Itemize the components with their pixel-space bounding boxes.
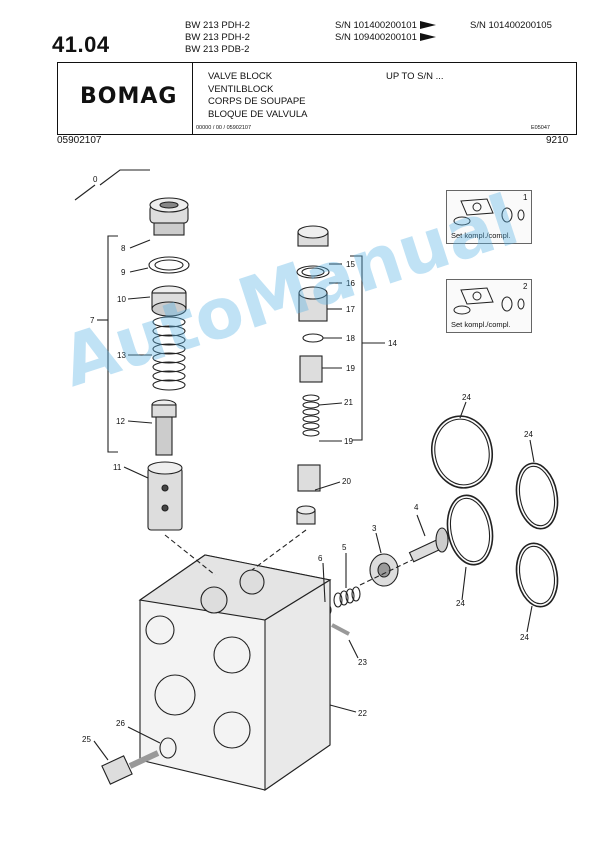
title-fr: CORPS DE SOUPAPE: [208, 96, 306, 107]
reference-number: 00000 / 00 / 05902107: [196, 125, 252, 131]
callout-24a: 24: [462, 393, 471, 402]
set-kit-2: Set kompl./compl. 2: [446, 279, 532, 333]
callout-8: 8: [121, 244, 126, 253]
part-21-spring: [302, 394, 320, 437]
callout-15: 15: [346, 260, 355, 269]
callout-13: 13: [117, 351, 126, 360]
callout-11: 11: [113, 463, 122, 472]
serial-row-1-to: S/N 101400200105: [470, 20, 552, 31]
callout-22: 22: [358, 709, 367, 718]
callout-5: 5: [342, 543, 347, 552]
part-13-spring: [152, 316, 186, 391]
set-kit-2-number: 2: [523, 282, 528, 291]
title-block: BOMAG VALVE BLOCK VENTILBLOCK CORPS DE S…: [57, 62, 577, 135]
leader-0: [99, 169, 150, 186]
document-number: 05902107: [57, 135, 102, 146]
serial-row-1-from: S/N 101400200101: [335, 20, 436, 32]
part-5-spring: [333, 586, 361, 608]
part-23-pin: [331, 623, 350, 636]
callout-18: 18: [346, 334, 355, 343]
callout-7: 7: [90, 316, 95, 325]
callout-labels: 0 8 9 10 7 13 12 11 15 16 17 18 19 14 21…: [82, 175, 533, 744]
set-kit-1-drawing: [453, 198, 525, 226]
arrow-right-icon: [419, 21, 436, 30]
callout-24b: 24: [524, 430, 533, 439]
part-26-washer: [159, 737, 177, 759]
set-kit-2-drawing: [453, 287, 525, 315]
drawing-reference: E05047: [531, 125, 550, 131]
bomag-logo: BOMAG: [80, 84, 178, 109]
title-de: VENTILBLOCK: [208, 83, 274, 95]
callout-20: 20: [342, 477, 351, 486]
callout-19b: 19: [344, 437, 353, 446]
part-22-valve-block: [138, 554, 332, 792]
part-19-cap: [299, 355, 323, 383]
set-kit-1: Set kompl./compl. 1: [446, 190, 532, 244]
part-18-ring: [302, 333, 324, 343]
callout-9: 9: [121, 268, 126, 277]
part-9-oring: [148, 256, 190, 274]
callout-26: 26: [116, 719, 125, 728]
part-16-oring: [296, 265, 330, 279]
page-number: 41.04: [52, 32, 110, 57]
model-2: BW 213 PDH-2: [185, 32, 250, 43]
part-11-sleeve: [147, 467, 183, 531]
up-to-serial: UP TO S/N ...: [386, 71, 444, 82]
title-divider: [192, 63, 194, 134]
callout-12: 12: [116, 417, 125, 426]
callout-24d: 24: [520, 633, 529, 642]
callout-16: 16: [346, 279, 355, 288]
callout-10: 10: [117, 295, 126, 304]
callout-19: 19: [346, 364, 355, 373]
callout-14: 14: [388, 339, 397, 348]
revision-number: 9210: [546, 135, 569, 146]
model-3: BW 213 PDB-2: [185, 44, 250, 55]
callout-21: 21: [344, 398, 353, 407]
callout-23: 23: [358, 658, 367, 667]
part-25-bolt: [101, 750, 160, 785]
model-1: BW 213 PDH-2: [185, 20, 250, 31]
part-19b-cap: [297, 464, 321, 492]
set-kit-1-number: 1: [523, 193, 528, 202]
model-list: BW 213 PDH-2 BW 213 PDH-2 BW 213 PDB-2: [185, 20, 250, 56]
callout-3: 3: [372, 524, 377, 533]
serial-row-2-from: S/N 109400200101: [335, 32, 436, 44]
set-kit-1-label: Set kompl./compl.: [451, 231, 511, 240]
arrow-right-icon: [419, 33, 436, 42]
callout-24c: 24: [456, 599, 465, 608]
callout-0: 0: [93, 175, 98, 184]
set-kit-2-label: Set kompl./compl.: [451, 320, 511, 329]
part-titles: VALVE BLOCK VENTILBLOCK CORPS DE SOUPAPE…: [208, 71, 307, 121]
callout-25: 25: [82, 735, 91, 744]
callout-17: 17: [346, 305, 355, 314]
title-es: BLOQUE DE VALVULA: [208, 108, 308, 120]
callout-6: 6: [318, 554, 323, 563]
callout-4: 4: [414, 503, 419, 512]
title-en: VALVE BLOCK: [208, 71, 273, 82]
